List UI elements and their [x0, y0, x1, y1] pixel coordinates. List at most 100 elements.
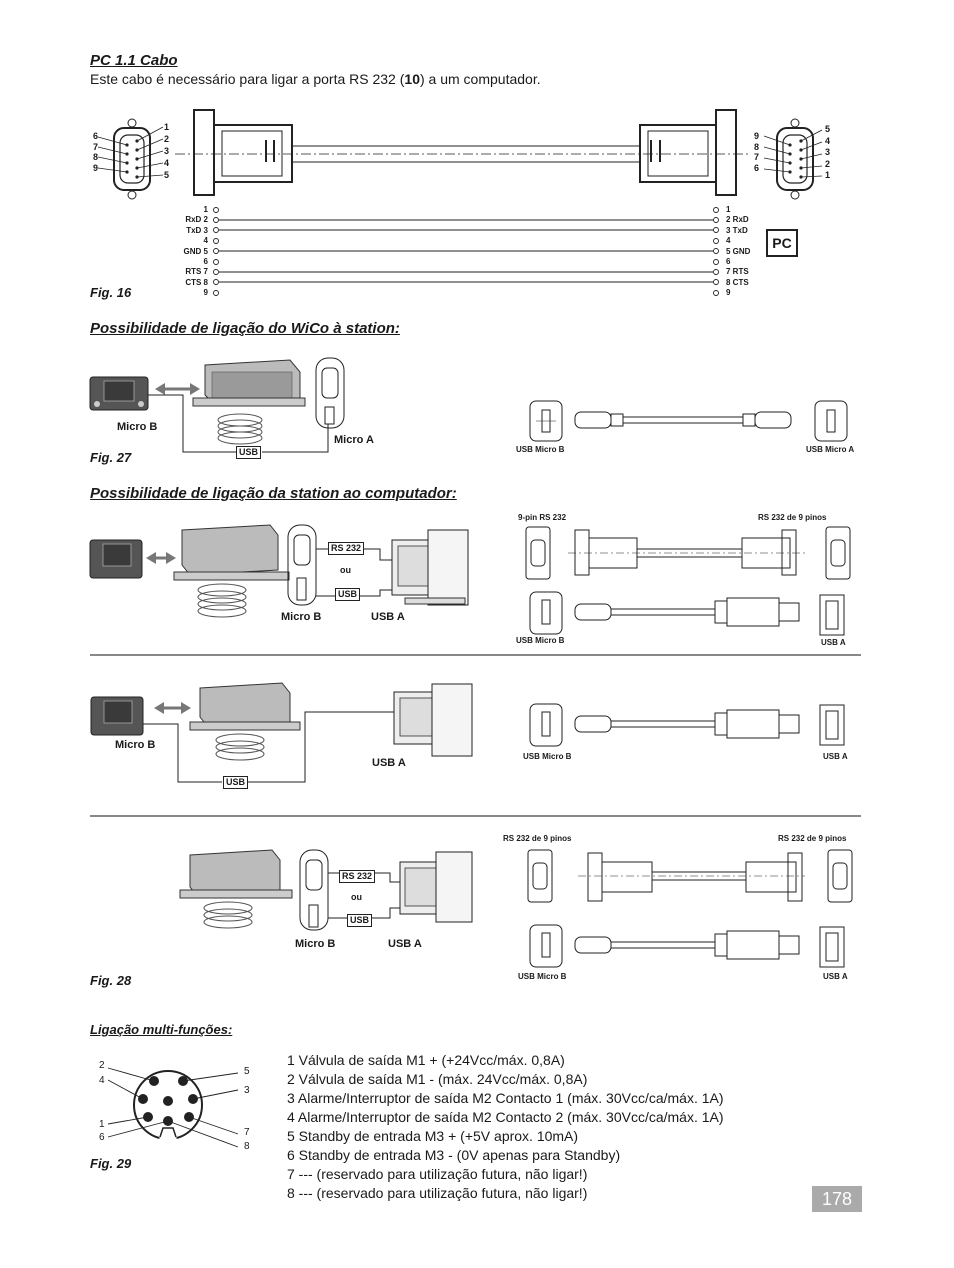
signal-label: 3 TxD: [726, 225, 748, 235]
signal-label: 2 RxD: [726, 215, 749, 225]
usb-a-label: USB A: [371, 611, 405, 623]
rs232-cable-drawing: [97, 109, 823, 296]
left-signal-labels: 1 RxD 2 TxD 3 4 GND 5 6 RTS 7 CTS 8 9: [160, 205, 208, 299]
signal-label: 1: [203, 205, 208, 214]
divider: [90, 815, 861, 817]
intro-text: Este cabo é necessário para ligar a port…: [90, 71, 541, 87]
pin-description: 8 --- (reservado para utilização futura,…: [287, 1185, 588, 1201]
section-title-multifunction: Ligação multi-funções:: [90, 1022, 233, 1037]
usb-a-label: USB A: [372, 757, 406, 769]
page-number: 178: [812, 1186, 862, 1212]
ou-label: ou: [351, 892, 362, 902]
signal-label: TxD 3: [186, 225, 208, 235]
wico-station-diagram: [89, 357, 848, 453]
socket-pin-label: 1: [99, 1119, 105, 1130]
section-title-wico-station: Possibilidade de ligação do WiCo à stati…: [90, 320, 400, 337]
usb-label-right: USB A: [823, 972, 848, 981]
section-title-pc-cable: PC 1.1 Cabo: [90, 52, 178, 69]
signal-label: 1: [726, 205, 731, 214]
fig27-label: Fig. 27: [90, 450, 132, 465]
pin-label: 9: [754, 131, 760, 141]
right-face-pins-right: 5 4 3 2 1: [825, 124, 830, 182]
pin-label: 5: [825, 124, 831, 134]
pin-label: 6: [754, 162, 760, 173]
usb-tag: USB: [223, 776, 249, 789]
micro-b-label: Micro B: [117, 421, 158, 433]
ou-label: ou: [340, 565, 351, 575]
socket-pin-label: 8: [244, 1141, 250, 1152]
cable-label-left: USB Micro B: [516, 445, 565, 454]
pin-label: 5: [164, 170, 170, 180]
pin-description: 5 Standby de entrada M3 + (+5V aprox. 10…: [287, 1128, 579, 1144]
signal-label: 5 GND: [726, 246, 751, 256]
left-face-pins-right: 1 2 3 4 5: [164, 121, 169, 181]
rs-label-left: 9-pin RS 232: [518, 513, 567, 522]
pin-label: 8: [754, 141, 760, 152]
usb-label-right: USB A: [821, 638, 846, 647]
pin-label: 7: [92, 141, 98, 152]
signal-label: 6: [726, 257, 731, 267]
rs-label-right: RS 232 de 9 pinos: [778, 834, 847, 843]
socket-pin-label: 6: [99, 1132, 105, 1143]
pin-label: 1: [825, 170, 831, 180]
usb-label-right: USB A: [823, 752, 848, 761]
signal-label: 9: [726, 288, 731, 298]
fig28-label: Fig. 28: [90, 973, 132, 988]
micro-b-label: Micro B: [115, 739, 156, 751]
pin-description: 7 --- (reservado para utilização futura,…: [287, 1166, 588, 1182]
signal-label: 7 RTS: [726, 267, 749, 277]
usb-label-left: USB Micro B: [523, 752, 572, 761]
left-face-pins-left: 6 7 8 9: [90, 131, 98, 173]
rs232-tag: RS 232: [328, 542, 365, 555]
pin-label: 3: [164, 146, 170, 156]
socket-pin-label: 5: [244, 1066, 250, 1077]
signal-label: RxD 2: [185, 215, 208, 225]
pin-label: 8: [92, 152, 98, 162]
pin-label: 4: [825, 135, 831, 146]
signal-label: 4: [203, 236, 208, 246]
pin-description-list: 1 Válvula de saída M1 + (+24Vcc/máx. 0,8…: [287, 1051, 797, 1203]
pin-label: 9: [92, 162, 98, 173]
fig29-label: Fig. 29: [90, 1156, 132, 1171]
pin-description: 3 Alarme/Interruptor de saída M2 Contact…: [287, 1090, 724, 1106]
socket-pin-label: 3: [244, 1085, 250, 1096]
pin-label: 6: [92, 131, 98, 141]
usb-tag: USB: [347, 914, 373, 927]
fig16-label: Fig. 16: [90, 285, 132, 300]
right-signal-labels: 1 2 RxD 3 TxD 4 5 GND 6 7 RTS 8 CTS 9: [726, 205, 750, 299]
pin-label: 2: [825, 158, 831, 169]
usb-a-label: USB A: [388, 938, 422, 950]
cable-label-right: USB Micro A: [806, 445, 855, 454]
micro-a-label: Micro A: [334, 434, 374, 446]
pin-description: 6 Standby de entrada M3 - (0V apenas par…: [287, 1147, 621, 1163]
pin-label: 4: [164, 158, 170, 168]
intro-after: ) a um computador.: [419, 71, 541, 87]
signal-label: GND 5: [183, 246, 208, 256]
signal-label: RTS 7: [185, 267, 208, 277]
pin-description: 4 Alarme/Interruptor de saída M2 Contact…: [287, 1109, 724, 1125]
socket-pin-label: 7: [244, 1127, 250, 1138]
micro-b-label: Micro B: [295, 938, 336, 950]
usb-label-left: USB Micro B: [518, 972, 567, 981]
rs-label-right: RS 232 de 9 pinos: [758, 513, 827, 522]
usb-label-left: USB Micro B: [516, 636, 565, 645]
rs232-tag: RS 232: [339, 870, 376, 883]
pin-label: 2: [164, 134, 170, 144]
usb-tag: USB: [335, 588, 361, 601]
signal-label: CTS 8: [185, 277, 208, 287]
socket-pin-label: 4: [99, 1075, 105, 1086]
right-face-pins-left: 9 8 7 6: [754, 131, 759, 173]
signal-label: 9: [203, 288, 208, 298]
pc-label-box: PC: [766, 229, 798, 257]
pin-label: 3: [825, 147, 831, 157]
signal-label: 4: [726, 236, 731, 246]
divider: [90, 654, 861, 656]
pin-description: 2 Válvula de saída M1 - (máx. 24Vcc/máx.…: [287, 1071, 588, 1087]
pin-label: 1: [164, 122, 170, 132]
micro-b-label: Micro B: [281, 611, 322, 623]
intro-before: Este cabo é necessário para ligar a port…: [90, 71, 405, 87]
socket-pin-label: 2: [99, 1060, 105, 1071]
pin-description: 1 Válvula de saída M1 + (+24Vcc/máx. 0,8…: [287, 1052, 565, 1068]
signal-label: 6: [203, 257, 208, 267]
